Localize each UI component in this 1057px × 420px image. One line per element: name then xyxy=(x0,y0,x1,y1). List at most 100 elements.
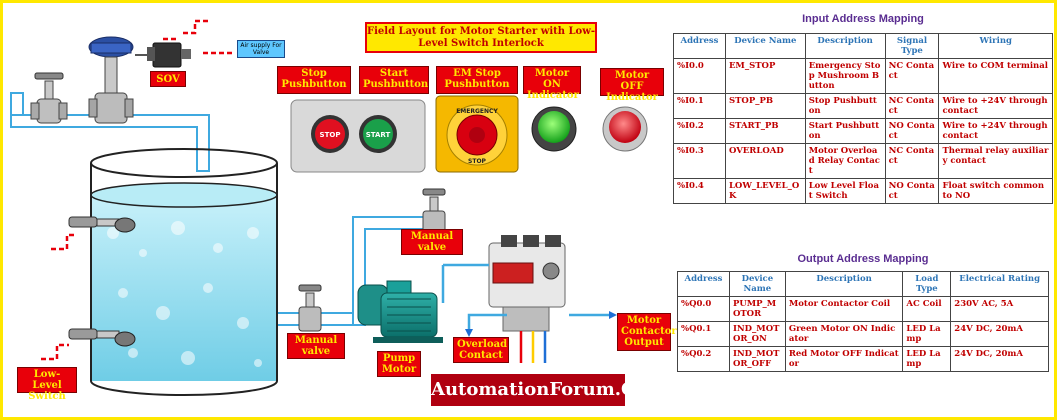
emergency-stop-icon: EMERGENCY STOP xyxy=(435,95,519,173)
diagram-title: Field Layout for Motor Starter with Low-… xyxy=(365,22,597,53)
output-mapping-title: Output Address Mapping xyxy=(797,253,929,265)
low-level-switch-label: Low-Level Switch xyxy=(17,367,77,402)
manual-valve-top-label: Manual valve xyxy=(401,229,463,255)
input-cell: Wire to +24V through contact xyxy=(938,118,1053,144)
output-cell: Motor Contactor Coil xyxy=(784,296,904,322)
control-valve-icon xyxy=(88,36,134,124)
output-cell: %Q0.0 xyxy=(677,296,730,322)
start-pushbutton-label: Start Pushbutton xyxy=(359,66,429,94)
pump-motor-icon xyxy=(357,280,443,343)
storage-tank xyxy=(90,148,278,396)
output-header-electrical-rating: Electrical Rating xyxy=(950,271,1049,297)
output-mapping-table: Address Device Name Description Load Typ… xyxy=(677,271,1049,372)
output-cell: AC Coil xyxy=(902,296,952,322)
pump-motor-label: Pump Motor xyxy=(377,351,421,377)
sov-label: SOV xyxy=(150,71,186,87)
input-header-signal-type: Signal Type xyxy=(884,33,940,59)
pushbutton-station-icon: STOP START xyxy=(290,99,426,173)
green-indicator-lamp-icon xyxy=(531,106,577,152)
signal-dashes xyxy=(41,19,235,361)
input-cell: Start Pushbutton xyxy=(804,118,886,144)
output-cell: 24V DC, 20mA xyxy=(950,346,1049,372)
input-header-row: Address Device Name Description Signal T… xyxy=(673,33,1053,59)
emergency-stop-text: STOP xyxy=(468,158,487,165)
input-mapping-table: Address Device Name Description Signal T… xyxy=(673,33,1053,204)
brand-watermark: AutomationForum.Co xyxy=(431,374,647,406)
output-cell: IND_MOTOR_OFF xyxy=(728,346,786,372)
output-header-address: Address xyxy=(677,271,730,297)
motor-on-indicator-label: Motor ON Indicator xyxy=(523,66,581,101)
output-cell: Green Motor ON Indicator xyxy=(784,321,904,347)
wiring-arrows xyxy=(465,311,617,337)
globe-valve-left-icon xyxy=(30,72,68,124)
input-cell: OVERLOAD xyxy=(724,143,806,179)
output-cell: LED Lamp xyxy=(902,321,952,347)
input-cell: %I0.2 xyxy=(673,118,726,144)
low-level-switch-icon xyxy=(68,328,136,347)
stop-pushbutton-label: Stop Pushbutton xyxy=(277,66,351,94)
input-mapping-title: Input Address Mapping xyxy=(802,13,924,25)
input-cell: NC Contact xyxy=(884,143,940,179)
input-cell: %I0.0 xyxy=(673,58,726,94)
input-cell: Motor Overload Relay Contact xyxy=(804,143,886,179)
wiring xyxy=(441,263,613,363)
manual-valve-bottom-icon xyxy=(298,284,322,332)
output-cell: 230V AC, 5A xyxy=(950,296,1049,322)
input-cell: LOW_LEVEL_OK xyxy=(724,178,806,204)
field-layout-diagram: STOP START EMERGENCY STOP xyxy=(10,19,648,396)
input-cell: NO Contact xyxy=(884,178,940,204)
output-cell: PUMP_MOTOR xyxy=(728,296,786,322)
air-supply-label: Air supply For Valve xyxy=(237,40,285,58)
solenoid-valve-icon xyxy=(135,42,191,68)
motor-contactor-output-label: Motor Contactor Output xyxy=(617,313,677,351)
input-cell: Stop Pushbutton xyxy=(804,93,886,119)
overload-contact-label: Overload Contact xyxy=(453,337,509,363)
input-cell: NC Contact xyxy=(884,93,940,119)
manual-valve-bottom-label: Manual valve xyxy=(287,333,345,359)
input-cell: Thermal relay auxiliary contact xyxy=(938,143,1053,179)
input-header-address: Address xyxy=(673,33,726,59)
input-cell: STOP_PB xyxy=(724,93,806,119)
input-cell: Wire to +24V through contact xyxy=(938,93,1053,119)
input-cell: %I0.3 xyxy=(673,143,726,179)
output-cell: Red Motor OFF Indicator xyxy=(784,346,904,372)
output-cell: IND_MOTOR_ON xyxy=(728,321,786,347)
input-cell: START_PB xyxy=(724,118,806,144)
overload-relay-icon xyxy=(488,235,566,332)
output-cell: %Q0.2 xyxy=(677,346,730,372)
input-cell: Emergency Stop Mushroom Button xyxy=(804,58,886,94)
input-cell: Low Level Float Switch xyxy=(804,178,886,204)
input-cell: NC Contact xyxy=(884,58,940,94)
input-cell: EM_STOP xyxy=(724,58,806,94)
input-cell: NO Contact xyxy=(884,118,940,144)
output-header-load-type: Load Type xyxy=(902,271,952,297)
input-header-wiring: Wiring xyxy=(938,33,1053,59)
output-header-description: Description xyxy=(784,271,904,297)
output-cell: LED Lamp xyxy=(902,346,952,372)
output-header-row: Address Device Name Description Load Typ… xyxy=(677,271,1049,297)
start-button-text: START xyxy=(366,131,391,139)
input-cell: %I0.1 xyxy=(673,93,726,119)
input-header-device-name: Device Name xyxy=(724,33,806,59)
input-cell: Float switch common to NO xyxy=(938,178,1053,204)
input-cell: Wire to COM terminal xyxy=(938,58,1053,94)
top-float-switch-icon xyxy=(68,216,136,233)
input-cell: %I0.4 xyxy=(673,178,726,204)
motor-off-indicator-label: Motor OFF Indicator xyxy=(600,68,664,103)
output-cell: 24V DC, 20mA xyxy=(950,321,1049,347)
stop-button-text: STOP xyxy=(320,131,341,139)
emergency-text: EMERGENCY xyxy=(456,108,498,115)
em-stop-pushbutton-label: EM Stop Pushbutton xyxy=(436,66,518,94)
input-header-description: Description xyxy=(804,33,886,59)
output-header-device-name: Device Name xyxy=(728,271,786,297)
red-indicator-lamp-icon xyxy=(602,106,648,152)
